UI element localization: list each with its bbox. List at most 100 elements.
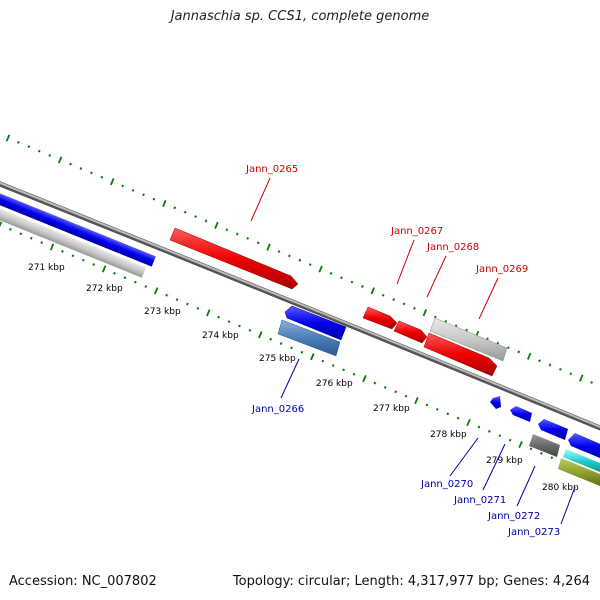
minor-tick	[69, 162, 72, 166]
map-title: Jannaschia sp. CCS1, complete genome	[170, 9, 430, 24]
minor-tick	[79, 167, 83, 170]
minor-tick	[342, 368, 345, 372]
gene-arrow-jann-0269[interactable]	[423, 332, 498, 377]
minor-tick	[308, 263, 312, 267]
minor-tick	[548, 363, 552, 367]
minor-tick	[329, 271, 333, 275]
minor-tick	[269, 337, 273, 341]
major-tick	[526, 352, 532, 360]
minor-tick	[538, 359, 541, 363]
minor-tick	[350, 280, 354, 284]
minor-tick	[27, 145, 31, 149]
minor-tick	[40, 241, 44, 244]
gene-arrow-jann-0267[interactable]	[362, 306, 398, 330]
minor-tick	[508, 438, 512, 442]
minor-tick	[590, 381, 594, 384]
gene-label-jann-0266: Jann_0266	[251, 404, 304, 415]
minor-tick	[37, 149, 41, 153]
gene-label-jann-0268: Jann_0268	[426, 242, 479, 253]
major-tick	[214, 221, 219, 229]
minor-tick	[394, 390, 398, 394]
svg-text:280 kbp: 280 kbp	[542, 483, 579, 493]
gene-arrow-jann-0271[interactable]	[510, 406, 532, 422]
gene-arrow-jann-0272[interactable]	[538, 419, 568, 440]
minor-tick	[196, 306, 200, 310]
gene-arrow-jann-0270[interactable]	[490, 396, 501, 409]
minor-tick	[92, 263, 96, 266]
gene-label-jann-0271: Jann_0271	[453, 495, 506, 506]
minor-tick	[402, 302, 406, 306]
minor-tick	[186, 302, 189, 306]
minor-tick	[131, 188, 135, 192]
minor-tick	[321, 359, 325, 363]
gene-label-jann-0270: Jann_0270	[420, 479, 473, 490]
minor-tick	[383, 386, 387, 389]
minor-tick	[225, 228, 229, 232]
gene-bar[interactable]	[529, 434, 560, 457]
minor-tick	[425, 403, 429, 407]
gene-bar[interactable]	[277, 319, 341, 357]
minor-tick	[217, 315, 221, 319]
minor-tick	[298, 258, 302, 262]
gene-bar[interactable]	[0, 192, 156, 267]
svg-text:272 kbp: 272 kbp	[86, 284, 123, 294]
gene-arrow-jann-0268[interactable]	[393, 320, 428, 344]
gene-arrow-jann-0273[interactable]	[568, 433, 600, 460]
minor-tick	[569, 372, 573, 376]
minor-tick	[165, 293, 168, 297]
minor-tick	[121, 184, 125, 188]
svg-text:275 kbp: 275 kbp	[259, 354, 296, 364]
minor-tick	[183, 210, 187, 214]
major-tick	[49, 243, 55, 251]
svg-text:276 kbp: 276 kbp	[316, 379, 353, 389]
major-tick	[0, 221, 3, 228]
minor-tick	[204, 219, 208, 223]
minor-tick	[175, 298, 179, 302]
gene-label-jann-0273: Jann_0273	[507, 527, 560, 538]
major-tick	[258, 331, 263, 339]
minor-tick	[113, 271, 116, 275]
minor-tick	[100, 175, 104, 179]
minor-tick	[487, 429, 491, 433]
minor-tick	[300, 350, 304, 354]
minor-tick	[142, 193, 145, 197]
minor-tick	[227, 320, 231, 324]
minor-tick	[238, 324, 241, 328]
major-tick	[310, 353, 315, 361]
gene-bar[interactable]	[429, 317, 508, 362]
kbp-labels: 271 kbp 272 kbp 273 kbp 274 kbp 275 kbp …	[28, 263, 579, 493]
major-tick	[370, 287, 375, 295]
minor-tick	[9, 228, 12, 231]
minor-tick	[331, 364, 335, 367]
minor-tick	[456, 416, 460, 420]
svg-text:279 kbp: 279 kbp	[486, 456, 523, 466]
major-tick	[318, 265, 323, 273]
minor-tick	[413, 306, 416, 310]
major-tick	[101, 265, 107, 273]
gene-bar[interactable]	[0, 205, 146, 278]
scale-ticks	[0, 134, 595, 477]
gene-bar[interactable]	[558, 458, 600, 488]
minor-tick	[144, 285, 148, 288]
major-tick	[266, 243, 271, 251]
major-tick	[153, 287, 159, 295]
minor-tick	[246, 237, 250, 240]
minor-tick	[550, 456, 554, 460]
gene-arrow-jann-0266[interactable]	[284, 305, 347, 341]
gene-arrow-jann-0265[interactable]	[169, 227, 299, 290]
minor-tick	[381, 293, 385, 297]
major-tick	[362, 375, 367, 383]
minor-tick	[133, 280, 137, 284]
minor-tick	[559, 368, 562, 371]
minor-tick	[433, 315, 437, 319]
gene-bar[interactable]	[563, 449, 600, 474]
major-tick	[110, 178, 115, 186]
major-tick	[414, 397, 419, 405]
svg-text:277 kbp: 277 kbp	[373, 404, 410, 414]
minor-tick	[90, 171, 93, 175]
minor-tick	[152, 197, 156, 201]
minor-tick	[392, 298, 396, 301]
minor-tick	[279, 342, 283, 345]
svg-text:271 kbp: 271 kbp	[28, 263, 65, 273]
